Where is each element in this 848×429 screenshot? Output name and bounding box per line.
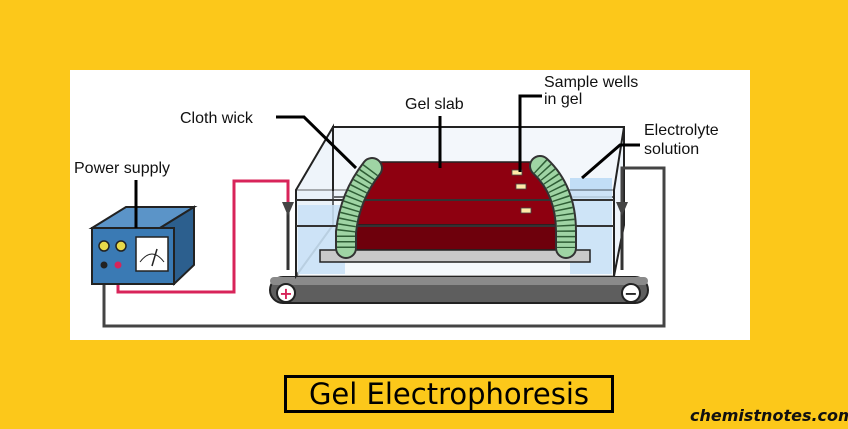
- cloth-wick-right: [529, 155, 577, 259]
- title-box: Gel Electrophoresis: [284, 375, 614, 413]
- label-sample-wells-2: in gel: [544, 91, 582, 108]
- electrode-negative: [616, 202, 628, 270]
- electrode-positive: [282, 202, 294, 270]
- knob-left: [98, 240, 110, 252]
- cloth-wick-left: [335, 157, 383, 259]
- label-sample-wells-1: Sample wells: [544, 74, 638, 91]
- svg-text:−: −: [624, 284, 637, 303]
- terminal-negative: −: [621, 283, 641, 303]
- knob-right: [115, 240, 127, 252]
- leader-lines: [134, 94, 640, 228]
- power-supply: [88, 205, 198, 286]
- positive-wire: [116, 179, 290, 294]
- gel-slab: [296, 161, 614, 263]
- negative-wire: [102, 166, 666, 328]
- terminal-positive: +: [276, 283, 296, 303]
- sample-wells: [511, 169, 532, 214]
- base-plate: [269, 276, 649, 304]
- label-cloth-wick: Cloth wick: [180, 110, 254, 127]
- label-gel-slab: Gel slab: [405, 96, 464, 113]
- svg-text:+: +: [279, 284, 292, 303]
- label-power-supply: Power supply: [74, 160, 170, 177]
- title-text: Gel Electrophoresis: [308, 377, 590, 411]
- watermark: chemistnotes.com: [690, 406, 848, 425]
- label-electrolyte-2: solution: [644, 141, 699, 158]
- label-electrolyte-1: Electrolyte: [644, 122, 719, 139]
